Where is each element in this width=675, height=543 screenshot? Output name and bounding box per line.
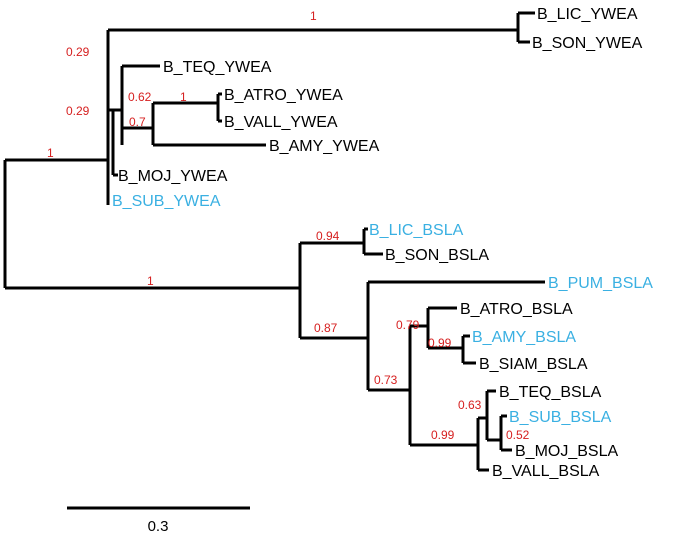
support-value-s-ywea-core: 0.29 xyxy=(66,104,90,118)
leaf-label-lic-bsla: B_LIC_BSLA xyxy=(369,222,464,239)
leaf-label-moj-ywea: B_MOJ_YWEA xyxy=(118,168,228,185)
support-value-s-lic-son-bsla: 0.94 xyxy=(316,229,340,243)
scale-bar-label: 0.3 xyxy=(148,518,169,535)
support-value-s-ywea-lic-son: 1 xyxy=(310,9,317,23)
support-value-s-amy-siam: 0.99 xyxy=(428,336,452,350)
leaf-label-amy-bsla: B_AMY_BSLA xyxy=(472,329,576,346)
support-value-s-atro-vall: 1 xyxy=(180,90,187,104)
support-value-s-teq-subclade: 0.63 xyxy=(458,398,482,412)
leaf-label-atro-ywea: B_ATRO_YWEA xyxy=(224,87,343,104)
support-value-s-vall-group: 0.99 xyxy=(431,428,455,442)
leaf-label-sub-ywea: B_SUB_YWEA xyxy=(112,193,221,210)
leaf-label-amy-ywea: B_AMY_YWEA xyxy=(269,138,380,155)
tree-branches xyxy=(3,11,545,510)
leaf-label-son-bsla: B_SON_BSLA xyxy=(385,247,489,264)
leaf-label-lic-ywea: B_LIC_YWEA xyxy=(537,6,638,23)
leaf-label-vall-bsla: B_VALL_BSLA xyxy=(492,463,600,480)
support-value-s-root-ywea: 1 xyxy=(47,146,54,160)
leaf-label-teq-ywea: B_TEQ_YWEA xyxy=(163,59,272,76)
support-value-s-ywea-top: 0.29 xyxy=(66,45,90,59)
support-value-s-atro-group: 0.79 xyxy=(396,318,420,332)
support-values: 1 0.29 0.29 0.62 1 0.7 1 1 0.94 0.87 0.7… xyxy=(47,9,530,442)
support-value-s-teq-group: 0.62 xyxy=(128,90,152,104)
support-value-s-bsla-main: 0.87 xyxy=(314,321,338,335)
support-value-s-root-bsla: 1 xyxy=(147,274,154,288)
leaf-label-moj-bsla: B_MOJ_BSLA xyxy=(515,443,618,460)
leaf-label-son-ywea: B_SON_YWEA xyxy=(532,35,643,52)
leaf-label-vall-ywea: B_VALL_YWEA xyxy=(224,114,338,131)
support-value-s-amy-group: 0.7 xyxy=(129,115,146,129)
support-value-s-bsla-inner: 0.73 xyxy=(374,373,398,387)
leaf-label-teq-bsla: B_TEQ_BSLA xyxy=(499,384,602,401)
leaf-label-siam-bsla: B_SIAM_BSLA xyxy=(479,356,588,373)
leaf-label-pum-bsla: B_PUM_BSLA xyxy=(548,275,653,292)
leaf-label-sub-bsla: B_SUB_BSLA xyxy=(509,409,612,426)
leaf-labels: B_LIC_YWEA B_SON_YWEA B_TEQ_YWEA B_ATRO_… xyxy=(112,6,653,480)
leaf-label-atro-bsla: B_ATRO_BSLA xyxy=(460,301,573,318)
support-value-s-sub-moj: 0.52 xyxy=(506,428,530,442)
